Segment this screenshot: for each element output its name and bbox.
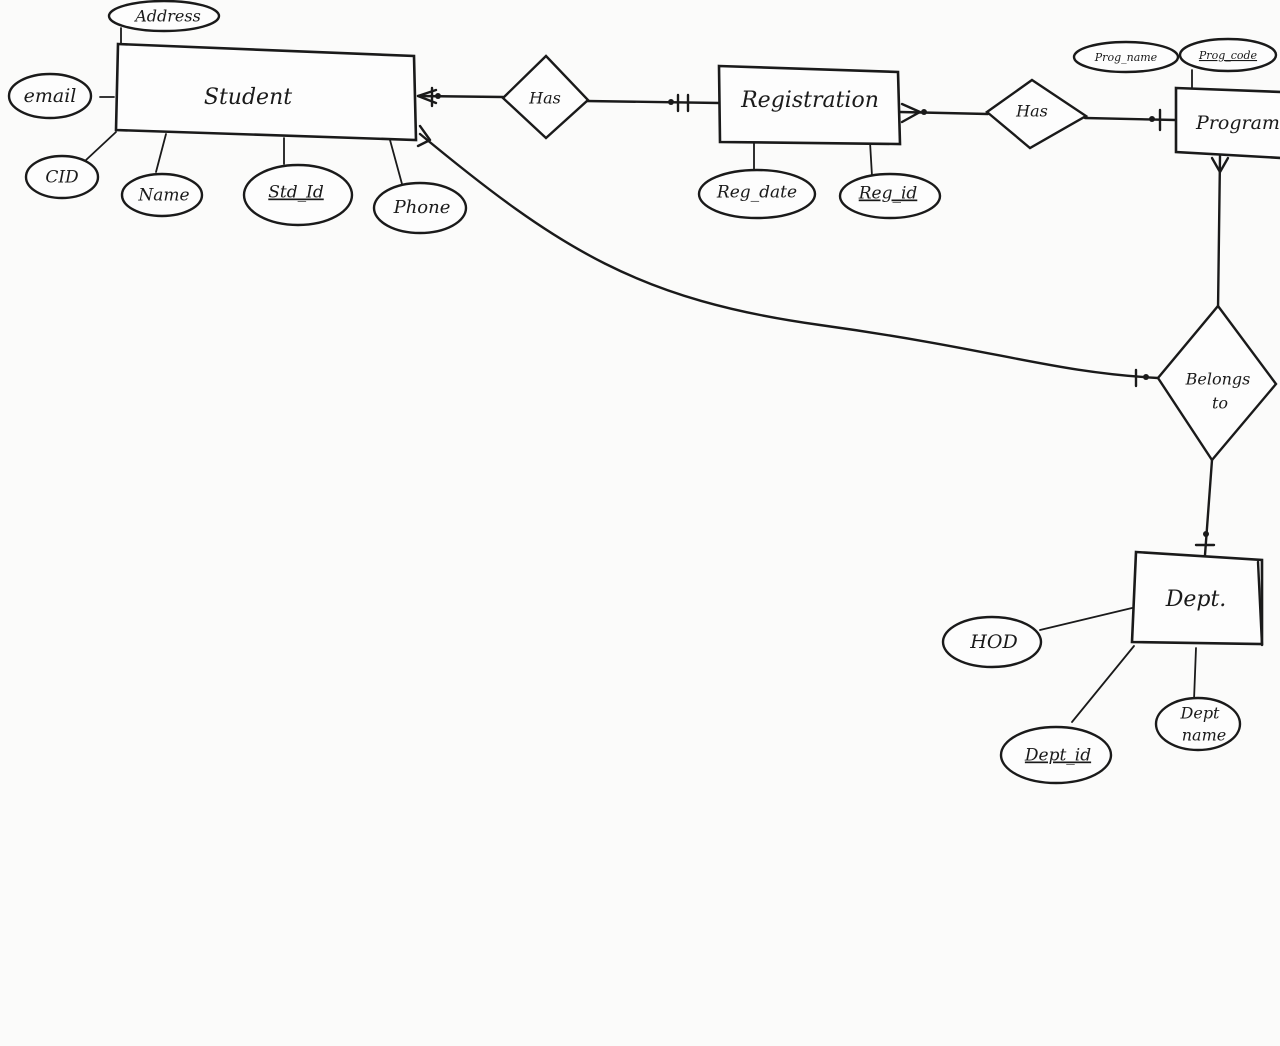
entity-label: Student	[204, 85, 292, 110]
link-dept-name	[1193, 647, 1197, 701]
attribute-email[interactable]: email	[7, 72, 93, 120]
link-cid	[85, 131, 117, 161]
entity-registration[interactable]: Registration	[717, 64, 902, 146]
attribute-ellipse	[697, 168, 817, 220]
entity-label: Program	[1195, 112, 1280, 134]
crowfoot-student-belongs	[416, 124, 432, 148]
attribute-label-key: Std_Id	[268, 183, 324, 203]
attribute-ellipse	[838, 172, 942, 220]
attribute-cid[interactable]: CID	[24, 154, 100, 200]
attribute-std-id[interactable]: Std_Id	[242, 163, 354, 227]
attribute-address[interactable]: Address	[107, 0, 221, 33]
relationship-diamond	[985, 78, 1089, 150]
entity-dept[interactable]: Dept.	[1130, 550, 1264, 647]
cardinality-dot	[1149, 116, 1155, 122]
relationship-belongs-to[interactable]: Belongs to	[1156, 304, 1278, 463]
attribute-label-key: Dept_id	[1024, 746, 1091, 766]
attribute-ellipse	[999, 725, 1113, 785]
link-reg-id	[869, 141, 873, 177]
link-hod	[1039, 607, 1133, 631]
attribute-label: Prog_name	[1094, 51, 1158, 64]
entity-student[interactable]: Student	[114, 42, 418, 142]
attribute-prog-name[interactable]: Prog_name	[1072, 40, 1180, 74]
line-belongs-dept	[1203, 458, 1214, 557]
attribute-ellipse	[1154, 696, 1242, 752]
link-dept-id	[1071, 645, 1135, 723]
cardinality-dot	[1203, 531, 1209, 537]
relationship-has-student-registration[interactable]: Has	[501, 54, 590, 140]
attribute-hod[interactable]: HOD	[941, 615, 1043, 669]
attribute-ellipse	[1072, 40, 1180, 74]
attribute-label-key: Prog_code	[1198, 49, 1258, 62]
attribute-reg-date[interactable]: Reg_date	[697, 168, 817, 220]
link-name	[155, 133, 167, 173]
cardinality-dot	[668, 99, 674, 105]
attribute-label: email	[24, 85, 77, 107]
relationship-label: Has	[1015, 102, 1048, 121]
attribute-dept-id[interactable]: Dept_id	[999, 725, 1113, 785]
attribute-ellipse	[107, 0, 221, 33]
cardinality-dot	[921, 109, 927, 115]
relationship-diamond	[1156, 304, 1278, 463]
attribute-ellipse	[120, 172, 204, 218]
attribute-phone[interactable]: Phone	[372, 181, 468, 235]
relationship-diamond	[501, 54, 590, 140]
line-has2-program	[1083, 116, 1178, 122]
connectors	[85, 27, 1230, 723]
attribute-label-line1: Dept	[1180, 704, 1221, 723]
attribute-label: CID	[45, 168, 79, 188]
cardinality-dot	[435, 93, 441, 99]
crowfoot-student-has	[416, 86, 438, 108]
attribute-ellipse	[7, 72, 93, 120]
relationship-label: Has	[528, 89, 561, 108]
attribute-label: Address	[133, 7, 201, 26]
bar-has-registration	[676, 93, 690, 113]
entity-program[interactable]: Program	[1174, 86, 1280, 160]
attribute-reg-id[interactable]: Reg_id	[838, 172, 942, 220]
crowfoot-registration-has2	[900, 102, 922, 124]
entity-box	[1174, 86, 1280, 160]
attribute-label: Name	[137, 186, 189, 206]
line-has-registration	[584, 99, 722, 105]
link-phone	[389, 139, 403, 185]
entity-label: Registration	[740, 88, 879, 113]
attribute-ellipse	[242, 163, 354, 227]
crowfoot-program-belongs	[1210, 156, 1230, 174]
attribute-label: HOD	[969, 631, 1017, 653]
entity-box	[114, 42, 418, 142]
attribute-name[interactable]: Name	[120, 172, 204, 218]
attribute-prog-code[interactable]: Prog_code	[1178, 37, 1278, 73]
attribute-label-line2: name	[1182, 726, 1226, 745]
attribute-label: Reg_date	[716, 183, 797, 203]
entity-label: Dept.	[1165, 587, 1227, 612]
line-student-belongs	[418, 132, 1160, 380]
attribute-ellipse	[941, 615, 1043, 669]
cardinality-dot	[1143, 374, 1149, 380]
attribute-label-key: Reg_id	[858, 184, 918, 204]
attribute-ellipse	[372, 181, 468, 235]
attribute-label: Phone	[393, 197, 451, 218]
relationship-label-line2: to	[1212, 394, 1228, 413]
relationship-has-registration-program[interactable]: Has	[985, 78, 1089, 150]
entity-shadow	[1256, 560, 1264, 647]
line-program-belongs	[1216, 154, 1222, 312]
entity-box	[717, 64, 902, 146]
line-student-has	[416, 94, 505, 99]
attribute-ellipse	[1178, 37, 1278, 73]
line-registration-has2	[898, 110, 990, 116]
attribute-dept-name[interactable]: Dept name	[1154, 696, 1242, 752]
relationship-label-line1: Belongs	[1185, 370, 1251, 389]
attribute-ellipse	[24, 154, 100, 200]
